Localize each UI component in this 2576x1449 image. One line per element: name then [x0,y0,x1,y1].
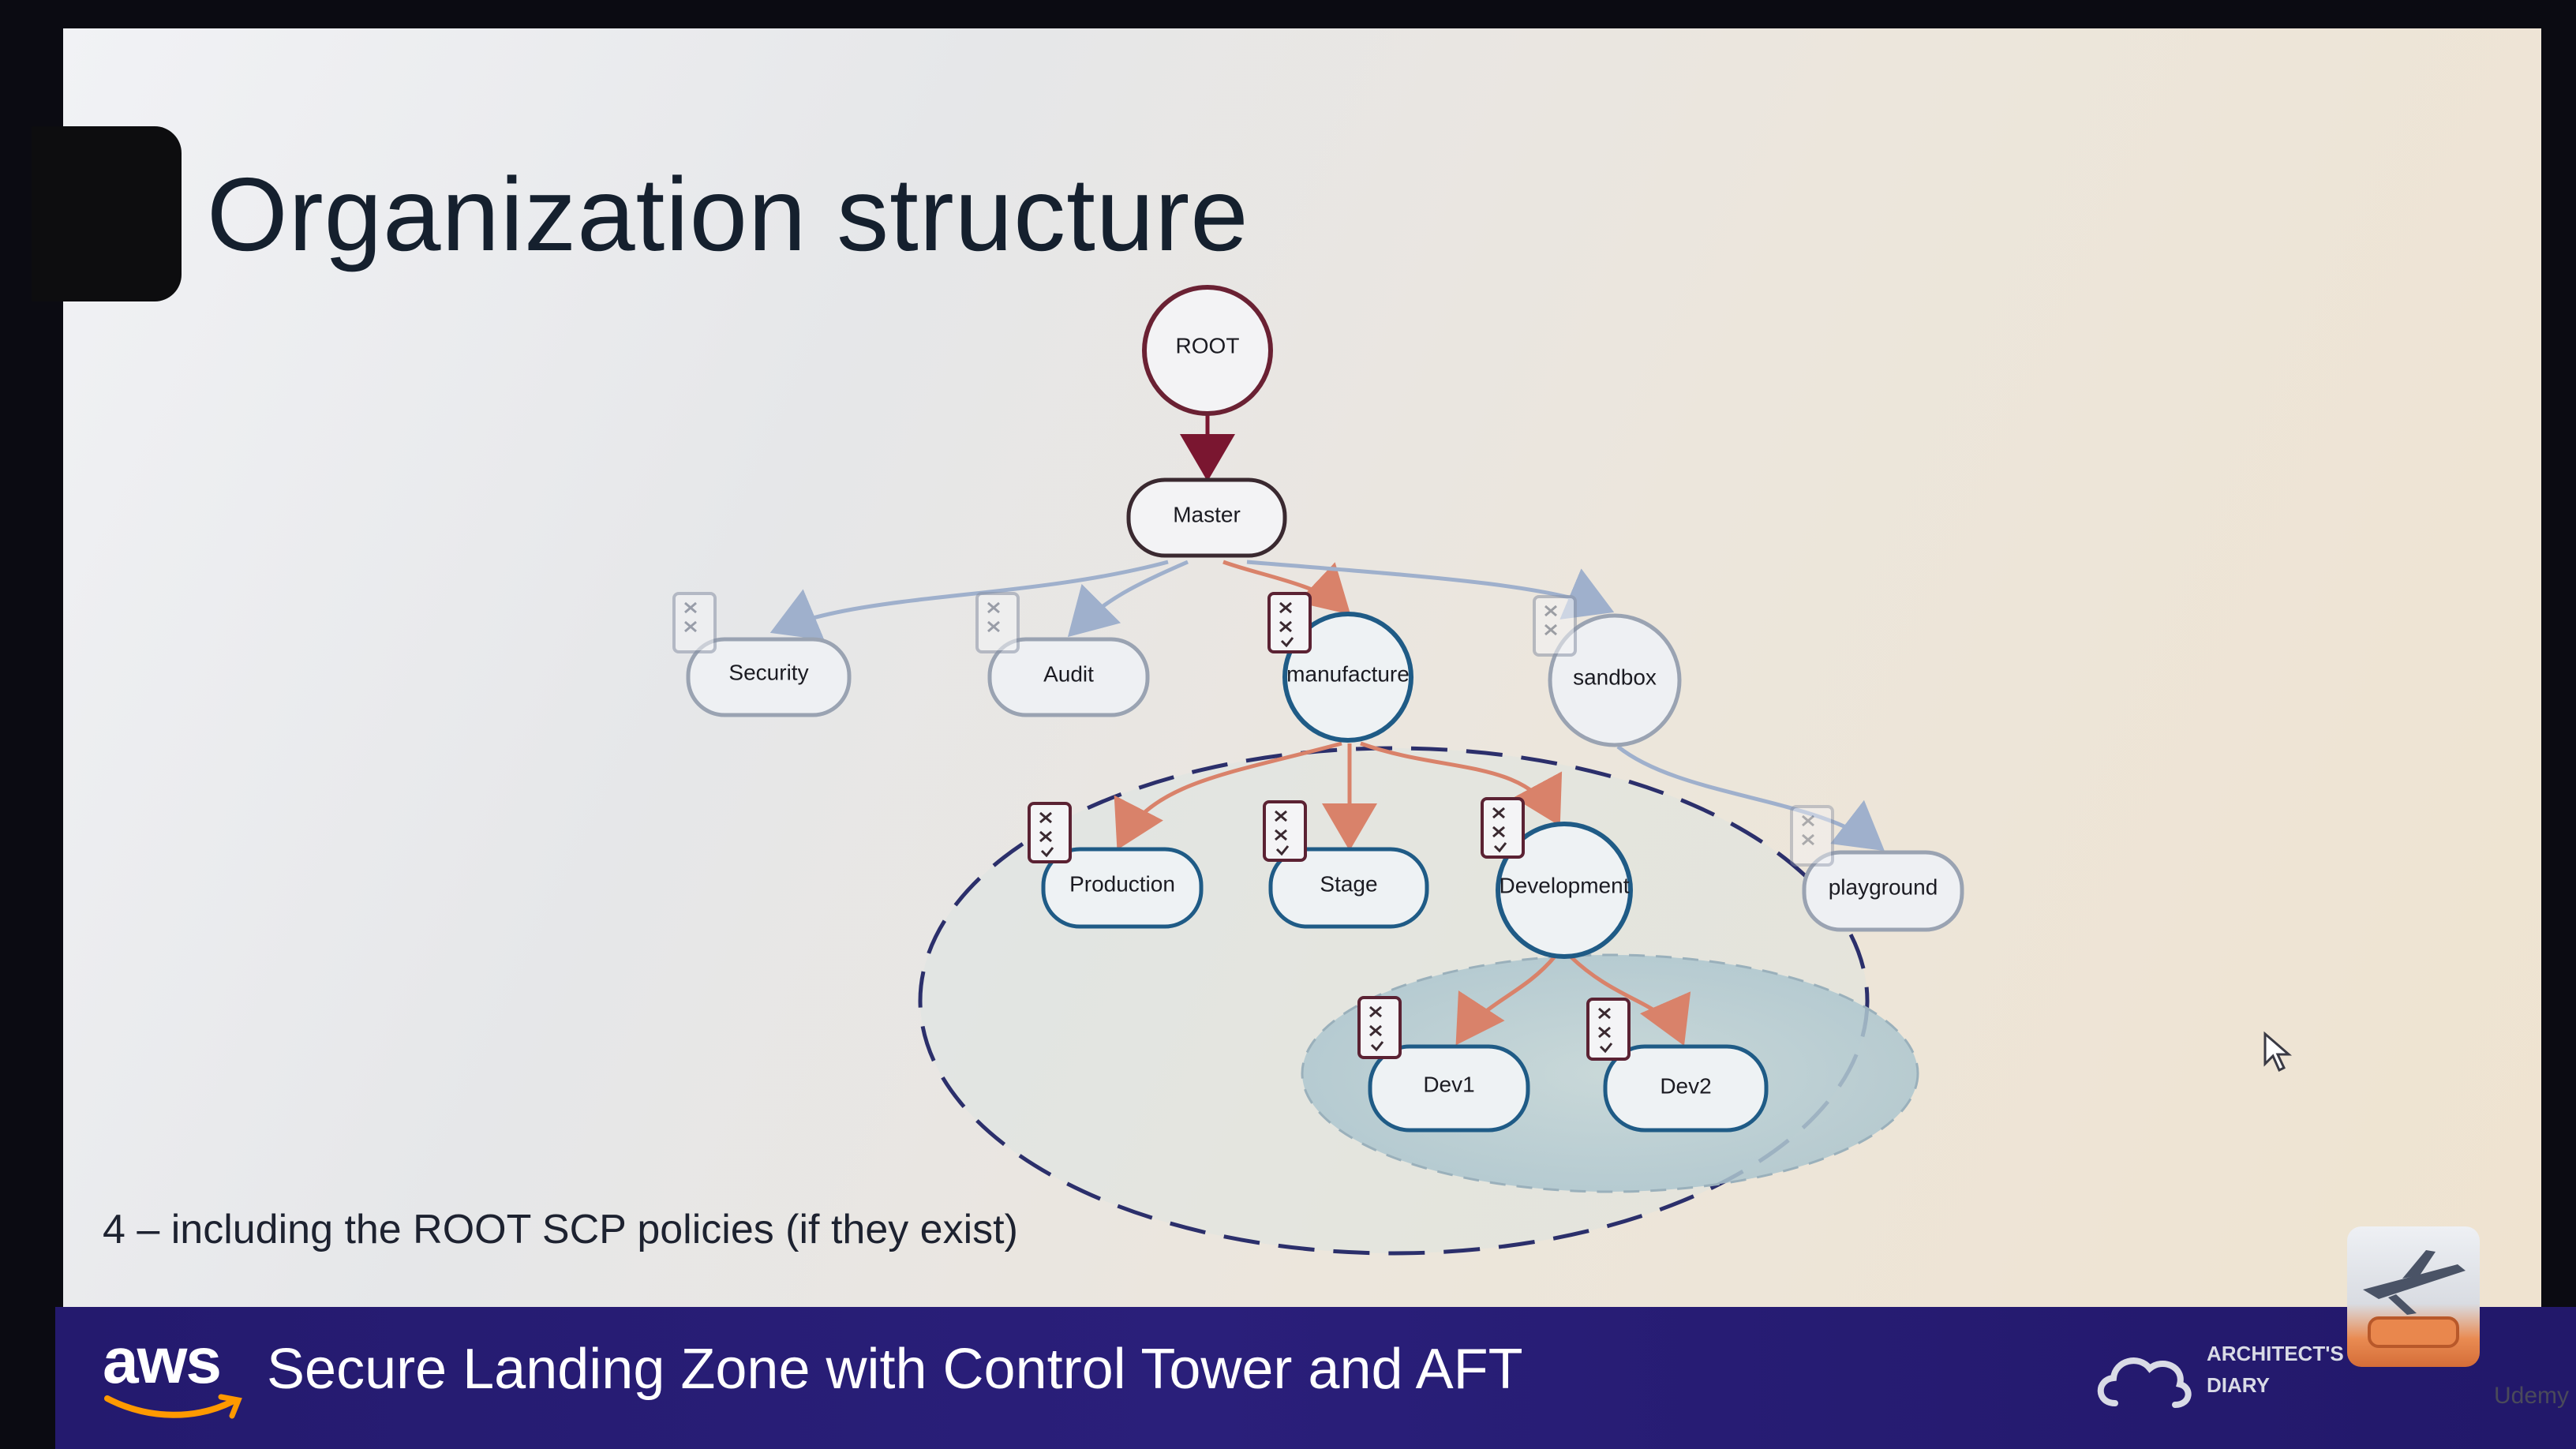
aws-wordmark: aws [103,1325,222,1397]
node-dev2-label: Dev2 [1660,1073,1711,1098]
edge-manufacture-development [1360,741,1563,826]
node-stage-label: Stage [1320,871,1377,896]
title-tab [32,126,182,301]
edge-development-dev1 [1455,955,1556,1046]
partner-name-line1: ARCHITECT'S [2207,1342,2344,1365]
slide-footnote: 4 – including the ROOT SCP policies (if … [103,1207,1018,1252]
node-root-label: ROOT [1176,333,1240,358]
course-title: Secure Landing Zone with Control Tower a… [267,1338,1523,1401]
node-development-label: Development [1500,873,1630,897]
node-security[interactable]: Security [686,637,852,717]
node-playground[interactable]: playground [1802,850,1964,932]
node-dev2[interactable]: Dev2 [1603,1044,1769,1133]
slide-title: Organization structure [207,156,1249,272]
scp-manufacture-icon [1267,592,1312,653]
node-manufacture[interactable]: manufacture [1282,612,1413,743]
scp-sandbox-icon [1533,595,1577,657]
scp-audit-icon [975,592,1020,653]
node-playground-label: playground [1829,874,1938,899]
scp-dev2-icon [1586,998,1631,1061]
node-audit[interactable]: Audit [987,637,1150,717]
partner-name-line2: DIARY [2207,1373,2270,1397]
aws-smile-icon [104,1394,242,1419]
aws-logo: aws [103,1324,292,1435]
scp-development-icon [1481,797,1525,859]
scp-security-icon [672,592,717,653]
node-manufacture-label: manufacture [1286,661,1410,686]
node-dev1[interactable]: Dev1 [1368,1044,1530,1133]
node-security-label: Security [728,660,808,684]
node-production[interactable]: Production [1041,847,1204,929]
edge-sandbox-playground [1616,745,1885,852]
node-master-label: Master [1173,502,1241,526]
scp-dev1-icon [1357,996,1402,1059]
node-development[interactable]: Development [1496,822,1633,959]
cloud-icon [2097,1357,2192,1408]
scp-production-icon [1028,802,1072,863]
edge-master-manufacture [1222,560,1351,615]
node-master[interactable]: Master [1126,477,1287,558]
edge-master-security [769,560,1169,641]
course-banner: aws Secure Landing Zone with Control Tow… [55,1307,2576,1449]
mouse-cursor-icon [2263,1031,2293,1073]
edge-master-sandbox [1246,560,1615,620]
edge-manufacture-production [1114,741,1342,850]
udemy-watermark: Udemy [2494,1383,2570,1409]
airplane-badge-icon [2347,1226,2480,1367]
node-sandbox-label: sandbox [1573,665,1657,689]
edge-master-audit [1067,560,1189,638]
edge-development-dev2 [1569,955,1691,1046]
node-root[interactable]: ROOT [1142,285,1273,416]
architects-diary-logo: ARCHITECT'S DIARY [2091,1335,2344,1422]
scp-stage-icon [1263,800,1307,862]
node-audit-label: Audit [1043,661,1094,686]
node-sandbox[interactable]: sandbox [1548,613,1682,747]
node-production-label: Production [1069,871,1175,896]
node-stage[interactable]: Stage [1268,847,1429,929]
node-dev1-label: Dev1 [1423,1072,1474,1096]
scp-playground-icon [1790,805,1834,867]
